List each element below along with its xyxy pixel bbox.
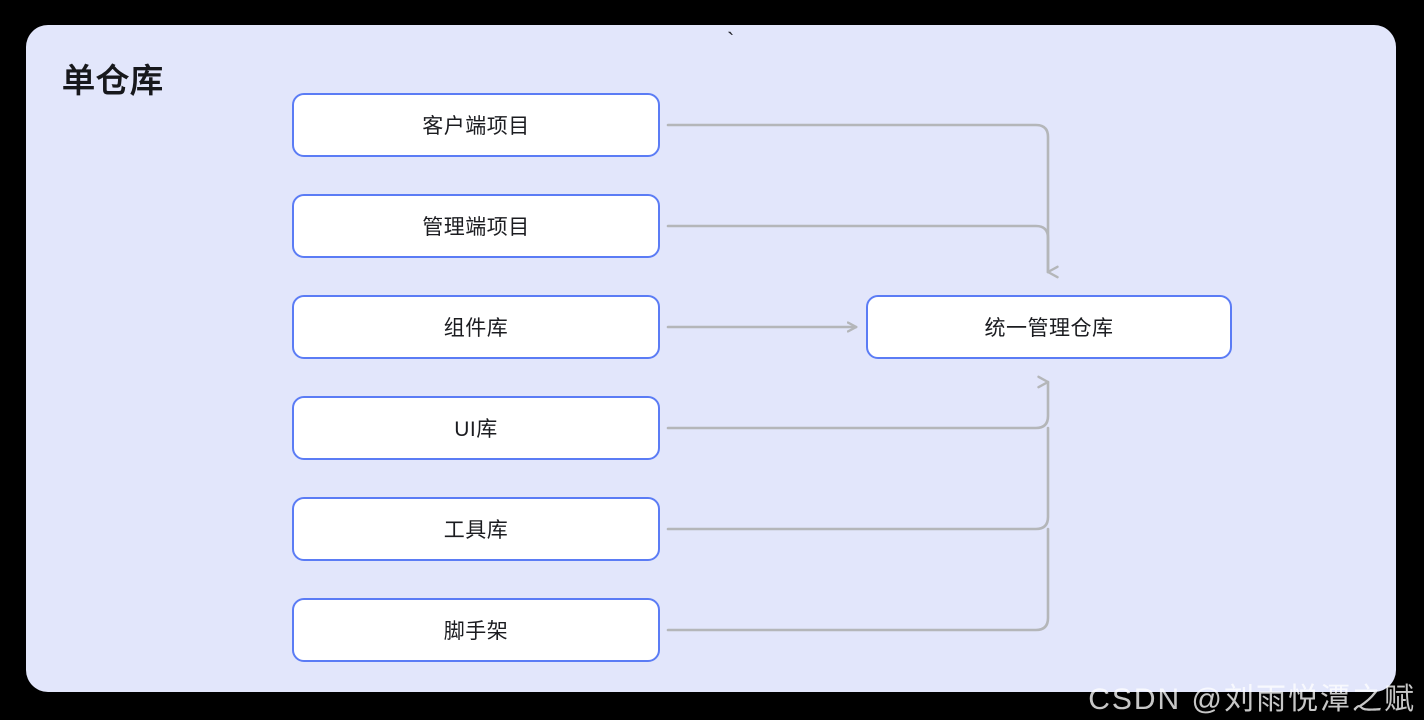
node-component-lib-label: 组件库 xyxy=(443,317,509,340)
node-component-lib[interactable]: 组件库 xyxy=(292,295,660,359)
node-utils-lib-label: 工具库 xyxy=(443,519,509,542)
node-client-project-label: 客户端项目 xyxy=(422,115,530,138)
node-unified-repo-label: 统一管理仓库 xyxy=(984,317,1114,340)
stray-backtick-mark: ` xyxy=(727,28,735,53)
node-admin-project[interactable]: 管理端项目 xyxy=(292,194,660,258)
node-scaffold-label: 脚手架 xyxy=(443,620,509,643)
node-utils-lib[interactable]: 工具库 xyxy=(292,497,660,561)
node-ui-lib-label: UI库 xyxy=(454,418,498,441)
csdn-watermark: CSDN @刘雨悦潭之赋 xyxy=(1088,683,1416,716)
node-admin-project-label: 管理端项目 xyxy=(422,216,530,239)
node-unified-repo[interactable]: 统一管理仓库 xyxy=(866,295,1232,359)
node-scaffold[interactable]: 脚手架 xyxy=(292,598,660,662)
node-client-project[interactable]: 客户端项目 xyxy=(292,93,660,157)
node-ui-lib[interactable]: UI库 xyxy=(292,396,660,460)
page-title: 单仓库 xyxy=(62,62,164,99)
